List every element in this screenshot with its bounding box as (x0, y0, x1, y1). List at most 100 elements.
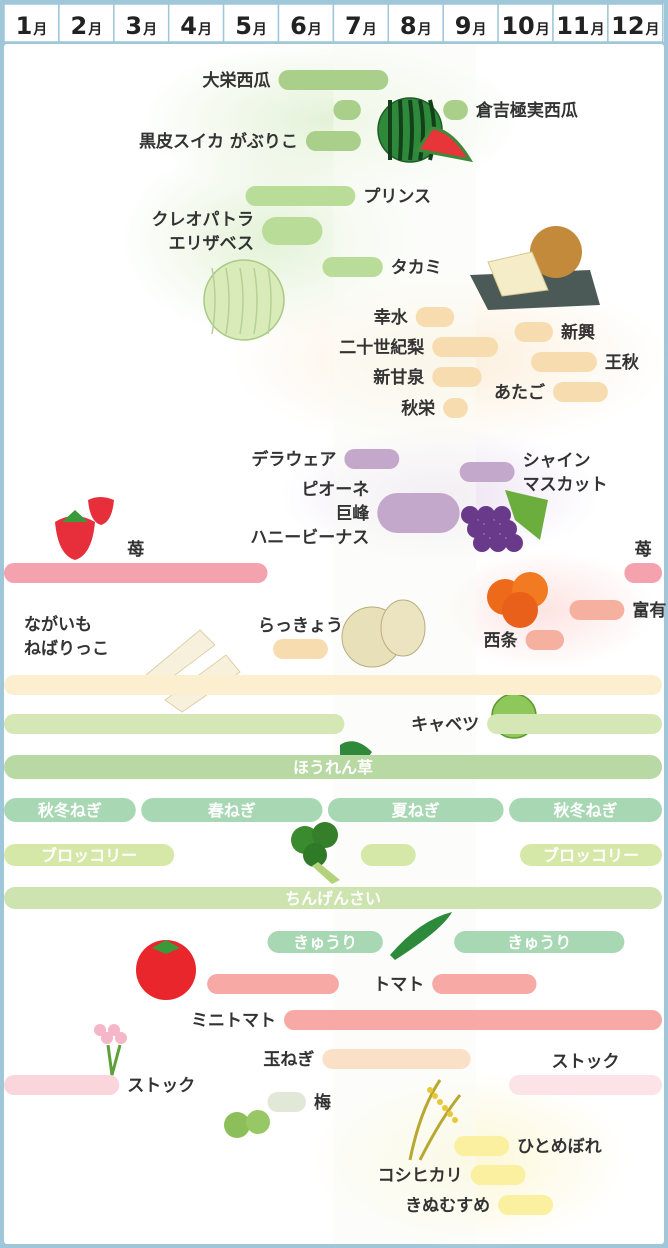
bar (454, 931, 625, 953)
bar (520, 844, 662, 866)
month-suffix: 月 (645, 22, 660, 38)
bar (525, 630, 564, 650)
bar (141, 798, 323, 822)
melon-net (211, 267, 216, 335)
month-suffix: 月 (87, 22, 102, 38)
broccoli-illustration (303, 843, 327, 867)
month-suffix: 月 (362, 22, 377, 38)
bar-label: プリンス (363, 186, 431, 207)
bar-label-line: トマト (373, 975, 424, 995)
bar-label-line: 倉吉極実西瓜 (475, 100, 578, 121)
month-number: 1 (16, 12, 33, 40)
grape-berry (467, 520, 485, 538)
month-cell (607, 3, 664, 43)
bar (459, 462, 515, 482)
bar (470, 1165, 526, 1185)
bar-label: 富有 (632, 600, 666, 621)
stock-flower (115, 1032, 127, 1044)
bar (4, 1075, 120, 1095)
ume-illustration (246, 1110, 270, 1134)
rice-grain (452, 1117, 458, 1123)
bar (4, 887, 662, 909)
month-cell (113, 3, 170, 43)
month-suffix: 月 (417, 22, 432, 38)
bar (4, 798, 136, 822)
bar-label-line: シャイン (523, 451, 591, 471)
bar (305, 131, 361, 151)
bar (624, 563, 662, 583)
bar-label: あたご (494, 382, 546, 403)
bar-label-line: ストック (552, 1052, 620, 1072)
bar-label: 苺 (635, 539, 652, 560)
bar (454, 1136, 510, 1156)
bar-label-line: ストック (127, 1076, 195, 1096)
bar-layer (4, 70, 662, 1215)
bar-inner-label: 秋冬ねぎ (38, 801, 102, 820)
pear-illustration (530, 226, 582, 278)
bar (432, 337, 499, 357)
month-cell (442, 3, 499, 43)
bar-inner-label: ほうれん草 (293, 758, 373, 777)
grape-leaf (505, 490, 548, 540)
rice-grain (432, 1093, 438, 1099)
bar-label: ピオーネ巨峰ハニービーナス (250, 480, 370, 548)
strawberry-illustration (88, 497, 114, 525)
bar-label-line: 富有 (632, 600, 666, 621)
melon-illustration (203, 259, 285, 341)
bar-label: クレオパトラエリザベス (152, 210, 255, 254)
month-suffix: 月 (590, 22, 605, 38)
watermelon-slice (415, 126, 474, 163)
bar-label: 二十世紀梨 (339, 337, 425, 358)
bar-inner-label: きゅうり (293, 933, 357, 952)
month-cell (552, 3, 609, 43)
melon-net (225, 267, 230, 335)
stock-flower (108, 1024, 120, 1036)
month-label: 4月 (180, 12, 212, 40)
bar (322, 257, 383, 277)
bar (4, 755, 662, 779)
bar-inner-label: ブロッコリー (41, 846, 137, 865)
cucumber-illustration (390, 912, 452, 960)
bar-label: キャベツ (411, 715, 479, 735)
month-cell (58, 3, 115, 43)
bar-label-line: らっきょう (258, 616, 343, 636)
month-number: 11 (556, 12, 589, 40)
bar-label-line: 新興 (561, 322, 595, 343)
bar (283, 1010, 662, 1030)
bar (267, 931, 383, 953)
bar-inner-label: ブロッコリー (543, 846, 639, 865)
bar-label: 秋栄 (401, 398, 436, 419)
bar-label-line: 苺 (635, 539, 652, 560)
bar-label: ストック (127, 1076, 195, 1096)
month-label: 12月 (611, 12, 659, 40)
bar (333, 100, 361, 120)
bar-label: きぬむすめ (405, 1196, 490, 1216)
month-number: 5 (235, 12, 252, 40)
bar-inner-label: きゅうり (507, 933, 571, 952)
bar-label-line: プリンス (363, 186, 431, 207)
bar (487, 714, 662, 734)
broccoli-illustration (312, 822, 338, 848)
bar-label-line: 幸水 (374, 307, 409, 328)
bar-label-line: 黒皮スイカ がぶりこ (139, 131, 298, 152)
bar (432, 367, 482, 387)
bar-label-line: 玉ねぎ (263, 1049, 314, 1070)
pear-slice (487, 251, 549, 297)
bar-label-line: 秋栄 (401, 398, 436, 419)
rice-grain (442, 1105, 448, 1111)
bar-label-line: 王秋 (605, 352, 640, 373)
bar (4, 675, 662, 695)
bar-label-line: きぬむすめ (405, 1196, 490, 1216)
month-label: 7月 (345, 12, 377, 40)
month-number: 12 (611, 12, 644, 40)
month-label: 3月 (125, 12, 157, 40)
month-label: 6月 (290, 12, 322, 40)
bar-label-line: キャベツ (411, 715, 479, 735)
bar-label: デラウェア (251, 449, 336, 470)
bar (443, 100, 468, 120)
month-label: 8月 (400, 12, 432, 40)
month-label: 9月 (455, 12, 487, 40)
bar-label-line: あたご (494, 382, 546, 403)
